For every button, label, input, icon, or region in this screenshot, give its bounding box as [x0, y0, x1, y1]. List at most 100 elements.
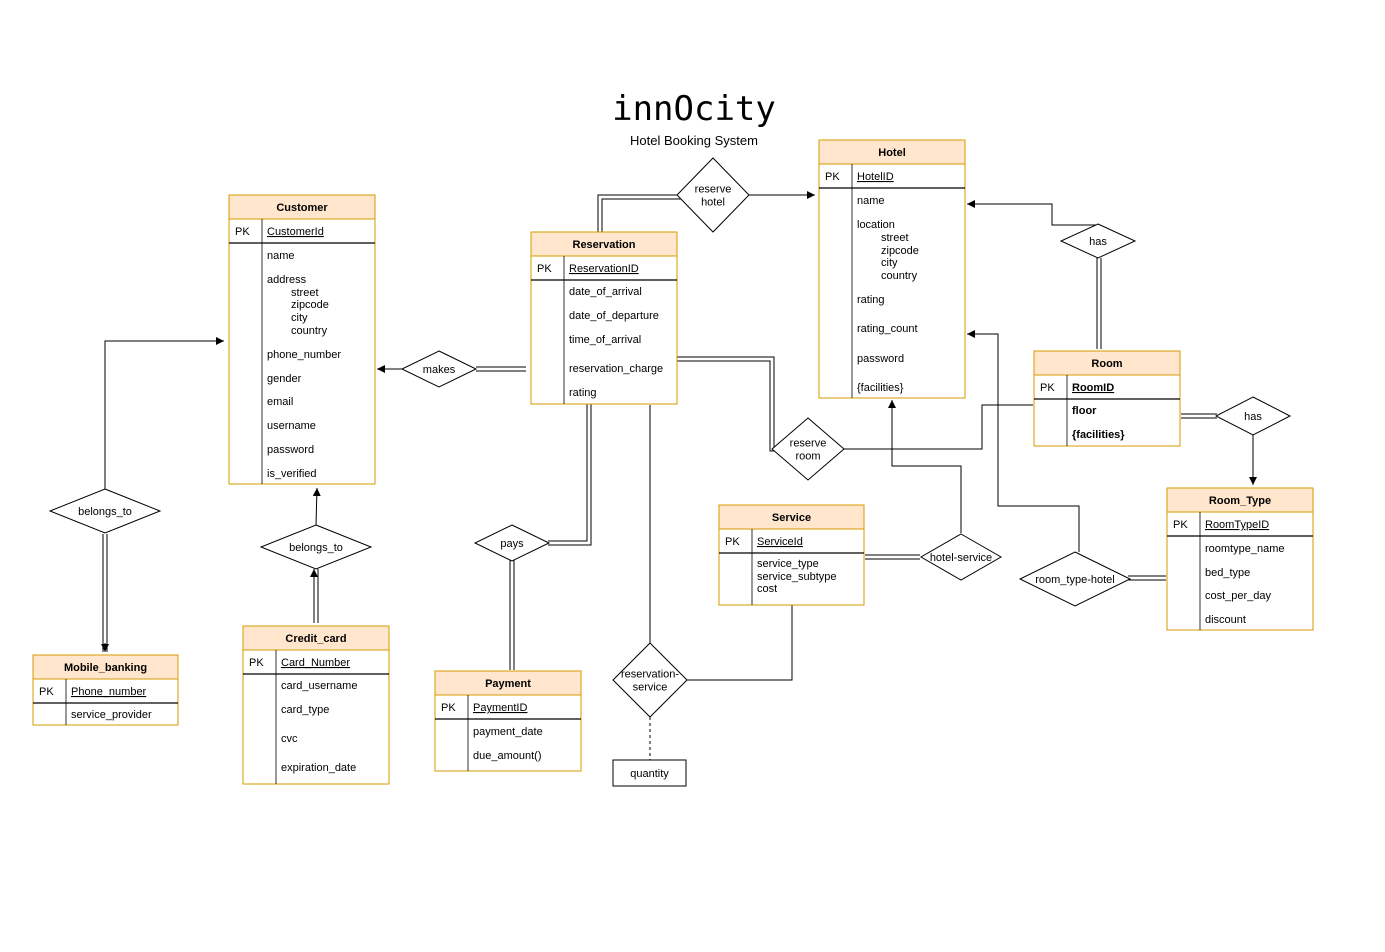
entity-box — [530, 231, 678, 405]
pk-label: PK — [825, 171, 840, 183]
entity-header — [818, 139, 966, 165]
entity-attribute: rating_count — [857, 323, 918, 335]
relationship-label: service — [633, 682, 668, 694]
primary-key: ServiceId — [757, 536, 803, 548]
quantity-attribute-label: quantity — [630, 768, 669, 780]
entity-attribute: street — [291, 287, 319, 299]
pk-label: PK — [1040, 382, 1055, 394]
relationship-label: reserve — [695, 184, 732, 196]
primary-key: RoomID — [1072, 382, 1114, 394]
entity-box — [242, 625, 390, 785]
entity-attribute: {facilities} — [1072, 429, 1125, 441]
relationship-label: room — [795, 451, 820, 463]
entity-attribute: floor — [1072, 405, 1097, 417]
relationship-label: hotel — [701, 197, 725, 209]
relationship-diamond — [1018, 551, 1132, 607]
entity-header — [530, 231, 678, 257]
relationship-label: belongs_to — [289, 542, 343, 554]
entity-title: Reservation — [573, 239, 636, 251]
entity-attribute: cvc — [281, 733, 298, 745]
entity-header — [1033, 350, 1181, 376]
entity-title: Room — [1091, 358, 1122, 370]
diagram-subtitle: Hotel Booking System — [630, 133, 758, 148]
entity-attribute: expiration_date — [281, 762, 356, 774]
entity-attribute: cost_per_day — [1205, 590, 1272, 602]
relationship-diamond — [676, 157, 750, 233]
connectors — [101, 191, 1257, 760]
entity-attribute: street — [881, 232, 909, 244]
entity-header — [228, 194, 376, 220]
link-belongsto-customer — [312, 487, 321, 526]
entity-attribute: service_provider — [71, 709, 152, 721]
pk-label: PK — [725, 536, 740, 548]
entity-attribute: service_type — [757, 558, 819, 570]
relationship-pays: pays — [473, 524, 551, 562]
relationship-diamond — [1059, 223, 1137, 259]
relationship-diamond — [771, 417, 845, 481]
primary-key: ReservationID — [569, 263, 639, 275]
entity-attribute: email — [267, 396, 293, 408]
entity-title: Service — [772, 512, 811, 524]
relationship-label: has — [1089, 236, 1107, 248]
entity-attribute: password — [267, 444, 314, 456]
primary-key: HotelID — [857, 171, 894, 183]
relationship-diamond — [919, 533, 1003, 581]
relationship-diamond — [612, 642, 688, 718]
entity-attribute: name — [267, 250, 295, 262]
relationship-makes: makes — [400, 350, 478, 388]
relationship-diamond — [473, 524, 551, 562]
entity-title: Hotel — [878, 147, 906, 159]
entity-attribute: rating — [569, 387, 597, 399]
entity-attribute: city — [291, 312, 308, 324]
entity-header — [1166, 487, 1314, 513]
relationship-label: reserve — [790, 438, 827, 450]
entity-title: Credit_card — [285, 633, 346, 645]
entity-box — [228, 194, 376, 485]
entity-title: Room_Type — [1209, 495, 1271, 507]
link-belongsto-customer-2 — [104, 337, 224, 489]
relationships: reservehotelmakespaysbelongs_tobelongs_t… — [48, 157, 1292, 718]
link-resservice-service — [687, 605, 793, 681]
relationship-has-room: has — [1059, 223, 1137, 259]
link-reserveroom-room — [844, 404, 1033, 450]
entity-attribute: due_amount() — [473, 750, 542, 762]
entity-attribute: zipcode — [291, 299, 329, 311]
entity-attribute: name — [857, 195, 885, 207]
entity-title: Customer — [276, 202, 328, 214]
entity-attribute: password — [857, 353, 904, 365]
entity-title: Mobile_banking — [64, 662, 147, 674]
pk-label: PK — [441, 702, 456, 714]
link-rth-hotel — [967, 330, 1080, 552]
relationship-label: room_type-hotel — [1035, 574, 1115, 586]
relationship-label: hotel-service — [930, 552, 992, 564]
primary-key: CustomerId — [267, 226, 324, 238]
pk-label: PK — [1173, 519, 1188, 531]
entity-title: Payment — [485, 678, 531, 690]
primary-key: Card_Number — [281, 657, 350, 669]
relationship-diamond — [259, 524, 373, 570]
pk-label: PK — [249, 657, 264, 669]
link-hotelservice-hotel — [888, 400, 962, 533]
entity-attribute: service_subtype — [757, 571, 837, 583]
entity-attribute: bed_type — [1205, 567, 1250, 579]
link-reservation-reservehotel — [597, 194, 680, 232]
diagram-title: innOcity — [612, 89, 776, 129]
entity-attribute: cost — [757, 583, 777, 595]
relationship-diamond — [400, 350, 478, 388]
entity-attribute: reservation_charge — [569, 363, 663, 375]
primary-key: Phone_number — [71, 686, 147, 698]
link-hasroom-hotel — [967, 200, 1097, 226]
entity-attribute: location — [857, 219, 895, 231]
entity-attribute: country — [291, 325, 328, 337]
relationship-has-type: has — [1214, 396, 1292, 436]
entity-attribute: card_type — [281, 704, 329, 716]
